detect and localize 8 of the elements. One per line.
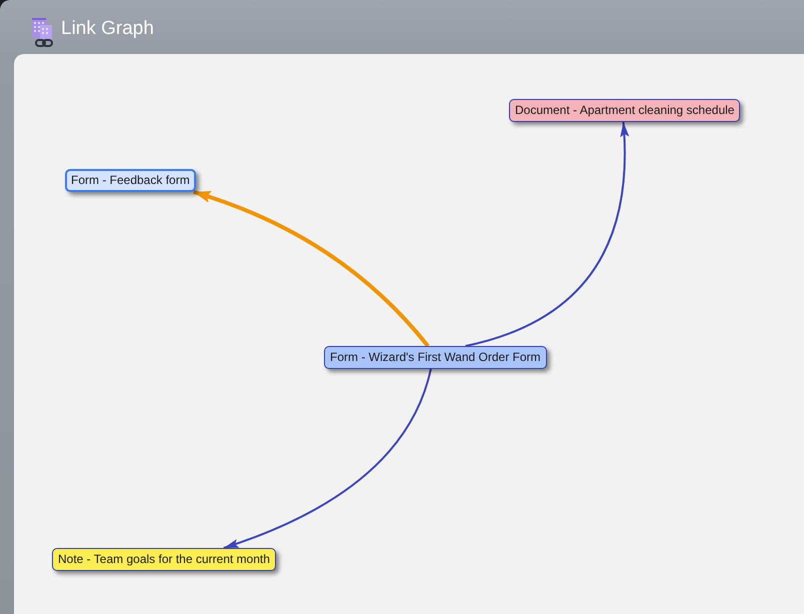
window-title: Link Graph: [61, 17, 154, 41]
form-node: Form - Feedback form: [65, 169, 196, 192]
arrow: [223, 368, 432, 549]
arrow: [465, 122, 629, 347]
form-node: Form - Wizard's First Wand Order Form: [324, 346, 547, 369]
note-node: Note - Team goals for the current month: [52, 548, 276, 571]
arrow: [193, 190, 430, 348]
document-node: Document - Apartment cleaning schedule: [509, 99, 740, 122]
